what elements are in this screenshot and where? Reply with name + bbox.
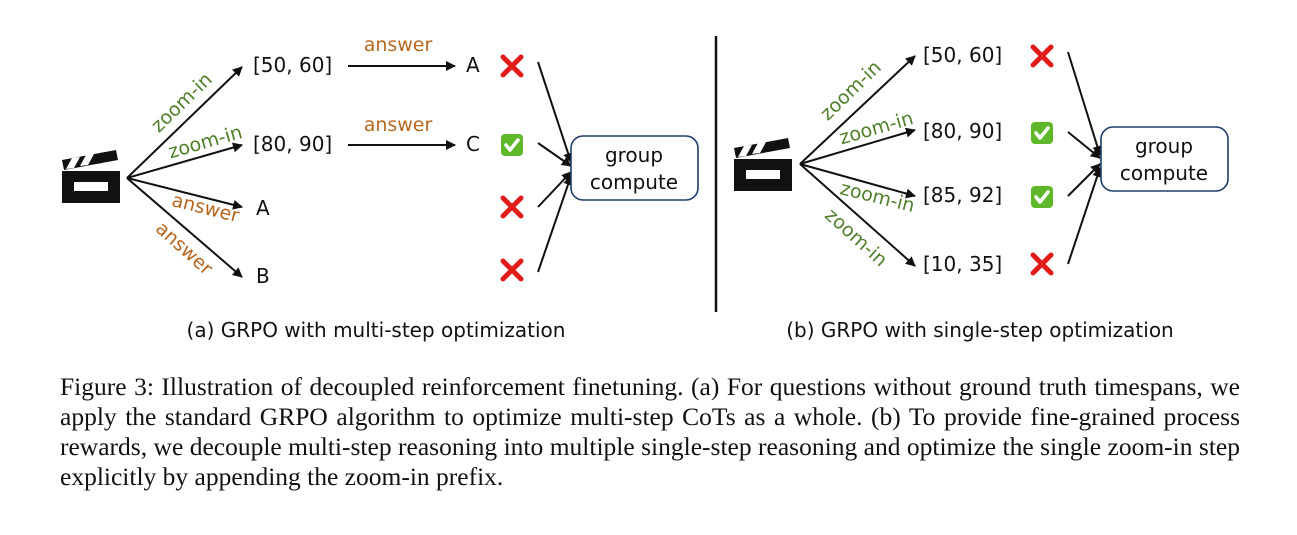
cross-mark-icon <box>500 54 524 78</box>
branch-result: A <box>256 196 270 220</box>
branch-arrow <box>799 55 916 165</box>
branch-label-zoom-in: zoom-in <box>837 107 916 149</box>
branch-arrow <box>799 163 916 199</box>
branch-result: B <box>256 264 270 288</box>
branch-result: [50, 60] <box>923 43 1002 67</box>
clapperboard-icon <box>62 150 120 203</box>
group-compute-label: compute <box>1120 161 1208 185</box>
final-answer: C <box>466 132 480 156</box>
check-mark-icon <box>1031 186 1053 208</box>
second-step-label-answer: answer <box>364 34 433 56</box>
clapperboard-icon <box>734 138 792 191</box>
branch-label-zoom-in: zoom-in <box>166 121 245 163</box>
branch-result: [85, 92] <box>923 183 1002 207</box>
group-arrow <box>1067 131 1101 159</box>
cross-mark-icon <box>1030 44 1054 68</box>
cross-mark-icon <box>1030 252 1054 276</box>
final-answer: A <box>466 53 480 77</box>
branch-arrow <box>126 177 243 210</box>
group-compute-box: group compute <box>570 135 699 201</box>
group-arrow <box>537 142 572 167</box>
branch-label-answer: answer <box>169 189 241 227</box>
cross-mark-icon <box>500 258 524 282</box>
branch-label-zoom-in: zoom-in <box>838 177 917 217</box>
figure-caption: Figure 3: Illustration of decoupled rein… <box>60 372 1240 491</box>
group-arrow <box>537 175 573 273</box>
group-arrow <box>537 61 573 163</box>
group-compute-label: group <box>1135 134 1193 158</box>
branch-arrow <box>126 177 243 278</box>
branch-label-zoom-in: zoom-in <box>816 56 886 125</box>
grpo-diagram: zoom-in zoom-in answer answer [50, 60] [… <box>62 34 1229 342</box>
group-arrow <box>1067 167 1102 265</box>
group-compute-label: compute <box>590 170 678 194</box>
panel-a-caption: (a) GRPO with multi-step optimization <box>187 318 566 342</box>
cross-mark-icon <box>500 195 524 219</box>
branch-arrow <box>126 142 243 179</box>
branch-arrow <box>799 127 916 165</box>
panel-a: zoom-in zoom-in answer answer [50, 60] [… <box>62 34 699 342</box>
check-mark-icon <box>1031 122 1053 144</box>
second-step-label-answer: answer <box>364 114 433 136</box>
check-mark-icon <box>501 134 523 156</box>
branch-result: [80, 90] <box>923 119 1002 143</box>
branch-arrow <box>126 66 243 179</box>
branch-result: [10, 35] <box>923 252 1002 276</box>
branch-result: [80, 90] <box>253 132 332 156</box>
group-compute-box: group compute <box>1100 126 1229 192</box>
panel-b: zoom-in zoom-in zoom-in zoom-in [50, 60]… <box>734 43 1229 342</box>
group-arrow <box>1067 51 1103 156</box>
branch-arrow <box>799 163 916 267</box>
group-compute-label: group <box>605 143 663 167</box>
branch-result: [50, 60] <box>253 53 332 77</box>
panel-b-caption: (b) GRPO with single-step optimization <box>786 318 1173 342</box>
